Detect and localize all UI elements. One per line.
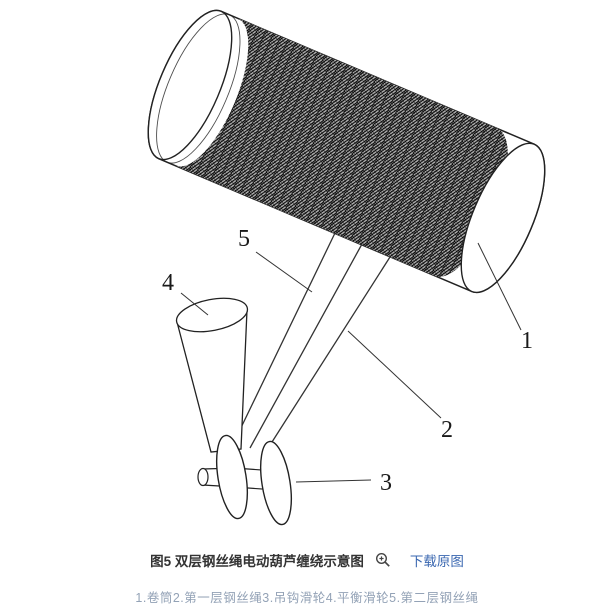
figure-caption: 图5 双层钢丝绳电动葫芦缠绕示意图: [150, 554, 364, 569]
label-hook-pulley: 3: [380, 470, 392, 496]
hook-pulley-right-disc: [259, 440, 293, 526]
ropes: [235, 232, 391, 449]
drum-right-flange: [460, 142, 546, 294]
leader-5: [255, 251, 313, 293]
label-drum: 1: [521, 328, 533, 354]
rope-first-layer: [271, 256, 391, 443]
balance-pulley-top: [175, 297, 249, 333]
drum: [147, 9, 546, 294]
pulley-axle-cap: [197, 467, 209, 487]
diagram: 5 4 1 2 3: [147, 9, 546, 526]
leader-2: [347, 330, 442, 419]
drum-left-flange: [147, 9, 233, 161]
drum-rope-shading: [175, 18, 508, 277]
label-second-layer-rope: 5: [238, 226, 250, 252]
label-first-layer-rope: 2: [441, 417, 453, 443]
rope-second-layer: [235, 232, 336, 439]
caption-row: 图5 双层钢丝绳电动葫芦缠绕示意图 下载原图: [0, 550, 614, 570]
zoom-in-icon[interactable]: [375, 552, 391, 568]
label-balance-pulley: 4: [162, 270, 174, 296]
hook-pulley-left-disc: [215, 434, 249, 520]
drum-rope-texture: [175, 18, 508, 277]
leader-3: [295, 479, 372, 483]
leader-4: [180, 292, 209, 316]
schematic-svg: 5 4 1 2 3: [147, 9, 546, 526]
drum-left-flange-rim: [156, 13, 241, 164]
download-original-link[interactable]: 下载原图: [409, 554, 464, 569]
hook-pulley-assembly: [197, 434, 293, 526]
balance-pulley: [175, 297, 249, 453]
parts-list: 1.卷筒2.第一层钢丝绳3.吊钩滑轮4.平衡滑轮5.第二层钢丝绳: [135, 591, 479, 605]
leader-1: [477, 242, 522, 331]
leader-lines: [180, 242, 522, 483]
rope-middle: [249, 243, 363, 449]
